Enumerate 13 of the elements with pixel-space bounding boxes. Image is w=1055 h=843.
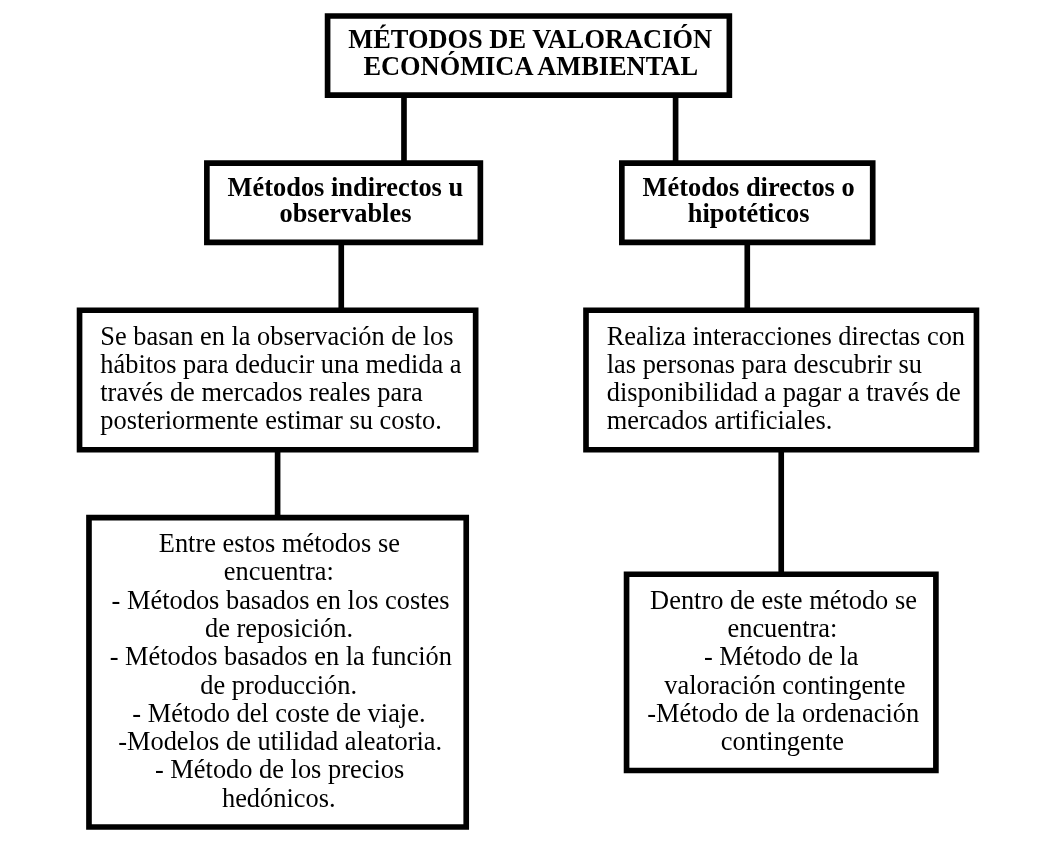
connector	[672, 95, 678, 164]
connector	[274, 450, 280, 518]
connector	[337, 242, 344, 310]
connector	[777, 450, 784, 575]
connector	[743, 242, 750, 310]
node-box: Dentro de este método se encuentra: - Método de la valoración contingente -Método de la ordenación contingente	[623, 571, 939, 774]
node-box: Métodos indirectos u observables	[203, 160, 483, 246]
node-box: Entre estos métodos se encuentra: - Métodos basados en los costes de reposición. - Métodos basados en la función de producción. - Método del coste de viaje. -Modelos de utilidad aleatoria. - Método de los precios hedónicos.	[85, 514, 469, 830]
connector	[400, 95, 407, 164]
node-box: Métodos directos o hipotéticos	[618, 160, 876, 246]
node-box: Realiza interacciones directas con las personas para descubrir su disponibilidad a pagar a través de mercados artificiales.	[582, 307, 979, 453]
node-box: MÉTODOS DE VALORACIÓN ECONÓMICA AMBIENTAL	[324, 13, 732, 98]
node-box: Se basan en la observación de los hábitos para deducir una medida a través de mercados reales para posteriormente estimar su costo.	[76, 307, 478, 453]
